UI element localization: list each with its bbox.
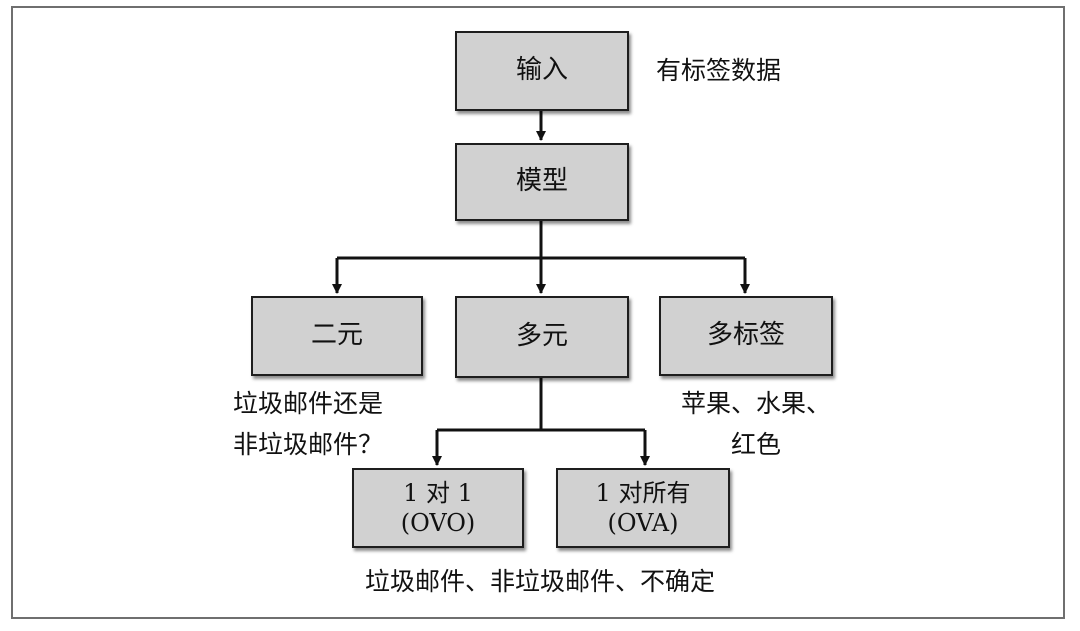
multilabel-annotation-line1: 苹果、水果、 xyxy=(680,389,831,418)
ovo-node: 1 对 1 (OVO) xyxy=(352,468,524,548)
multiclass-annotation: 垃圾邮件、非垃圾邮件、不确定 xyxy=(364,567,715,596)
binary-node: 二元 xyxy=(251,296,423,376)
binary-annotation-line1: 垃圾邮件还是 xyxy=(233,389,384,418)
binary-annotation: 垃圾邮件还是 非垃圾邮件？ xyxy=(233,383,383,465)
ovo-node-line1: 1 对 1 xyxy=(403,479,473,507)
diagram-frame xyxy=(11,6,1065,619)
ova-node-line1: 1 对所有 xyxy=(595,479,691,507)
input-node: 输入 xyxy=(455,31,629,111)
model-node: 模型 xyxy=(455,143,629,221)
binary-annotation-line2: 非垃圾邮件？ xyxy=(233,430,384,459)
multilabel-annotation: 苹果、水果、 红色 xyxy=(676,383,836,465)
multiclass-node: 多元 xyxy=(455,296,629,378)
ovo-node-line2: (OVO) xyxy=(400,509,476,537)
multilabel-annotation-line2: 红色 xyxy=(730,430,781,459)
multilabel-node: 多标签 xyxy=(659,296,833,376)
ova-node: 1 对所有 (OVA) xyxy=(556,468,730,548)
ova-node-line2: (OVA) xyxy=(607,509,679,537)
input-annotation: 有标签数据 xyxy=(656,56,782,85)
